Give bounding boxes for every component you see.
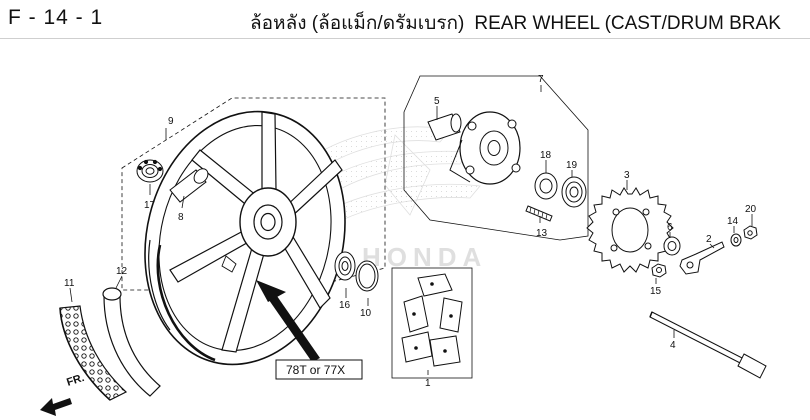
page-header: F - 14 - 1 ล้อหลัง (ล้อแม็ก/ดรัมเบรก) REA… [0, 0, 810, 40]
seal-10 [355, 260, 379, 292]
tube-12 [102, 287, 161, 397]
callout-10: 10 [360, 308, 372, 319]
title-thai: ล้อหลัง (ล้อแม็ก/ดรัมเบรก) [250, 13, 465, 34]
bearing-17 [136, 159, 164, 183]
callout-3: 3 [624, 170, 630, 181]
direction-label: FR. [65, 372, 86, 389]
watermark-brand: HONDA [362, 242, 487, 272]
rear-axle-4 [649, 311, 767, 379]
leader-lines [69, 85, 753, 375]
damper-rubber-group [391, 267, 473, 379]
callout-8: 8 [178, 212, 184, 223]
honda-watermark: HONDA [299, 126, 487, 272]
front-direction-indicator: FR. [40, 372, 86, 416]
callout-13: 13 [536, 228, 548, 239]
variant-label-text: 78T or 77X [286, 363, 345, 377]
nut-20 [743, 225, 758, 240]
callout-1: 1 [425, 378, 431, 389]
driven-flange-group [403, 75, 589, 241]
variant-label: 78T or 77X [256, 280, 363, 380]
washer-6 [663, 236, 681, 256]
header-rule [0, 38, 810, 39]
washer-14 [730, 233, 742, 247]
callout-7: 7 [538, 74, 544, 85]
callout-20: 20 [745, 204, 757, 215]
callout-17: 17 [144, 200, 156, 211]
callout-6: 6 [667, 222, 673, 233]
callout-2: 2 [706, 234, 712, 245]
callout-18: 18 [540, 150, 552, 161]
collar-8 [169, 168, 209, 203]
nut-15 [651, 263, 667, 278]
sprocket-3 [586, 187, 674, 273]
damper-group-box [391, 267, 473, 379]
rear-wheel-group [121, 97, 386, 366]
page-title: ล้อหลัง (ล้อแม็ก/ดรัมเบรก) REAR WHEEL (CA… [250, 8, 781, 38]
callout-16: 16 [339, 300, 351, 311]
callout-4: 4 [670, 340, 676, 351]
callout-5: 5 [434, 96, 440, 107]
title-english: REAR WHEEL (CAST/DRUM BRAK [474, 13, 781, 34]
callout-11: 11 [64, 278, 75, 289]
callout-15: 15 [650, 286, 662, 297]
tire-11 [59, 305, 128, 401]
callout-9: 9 [168, 116, 174, 127]
bearing-16 [334, 251, 356, 281]
chain-adjuster-2 [679, 241, 725, 275]
callout-numbers: 1 2 3 4 5 6 7 8 9 10 11 12 13 14 15 16 1… [64, 74, 757, 389]
exploded-parts-diagram: HONDA [40, 74, 767, 416]
callout-19: 19 [566, 160, 578, 171]
callout-12: 12 [116, 266, 128, 277]
callout-14: 14 [727, 216, 739, 227]
flange-group-box [403, 75, 589, 241]
page-code: F - 14 - 1 [8, 6, 104, 29]
